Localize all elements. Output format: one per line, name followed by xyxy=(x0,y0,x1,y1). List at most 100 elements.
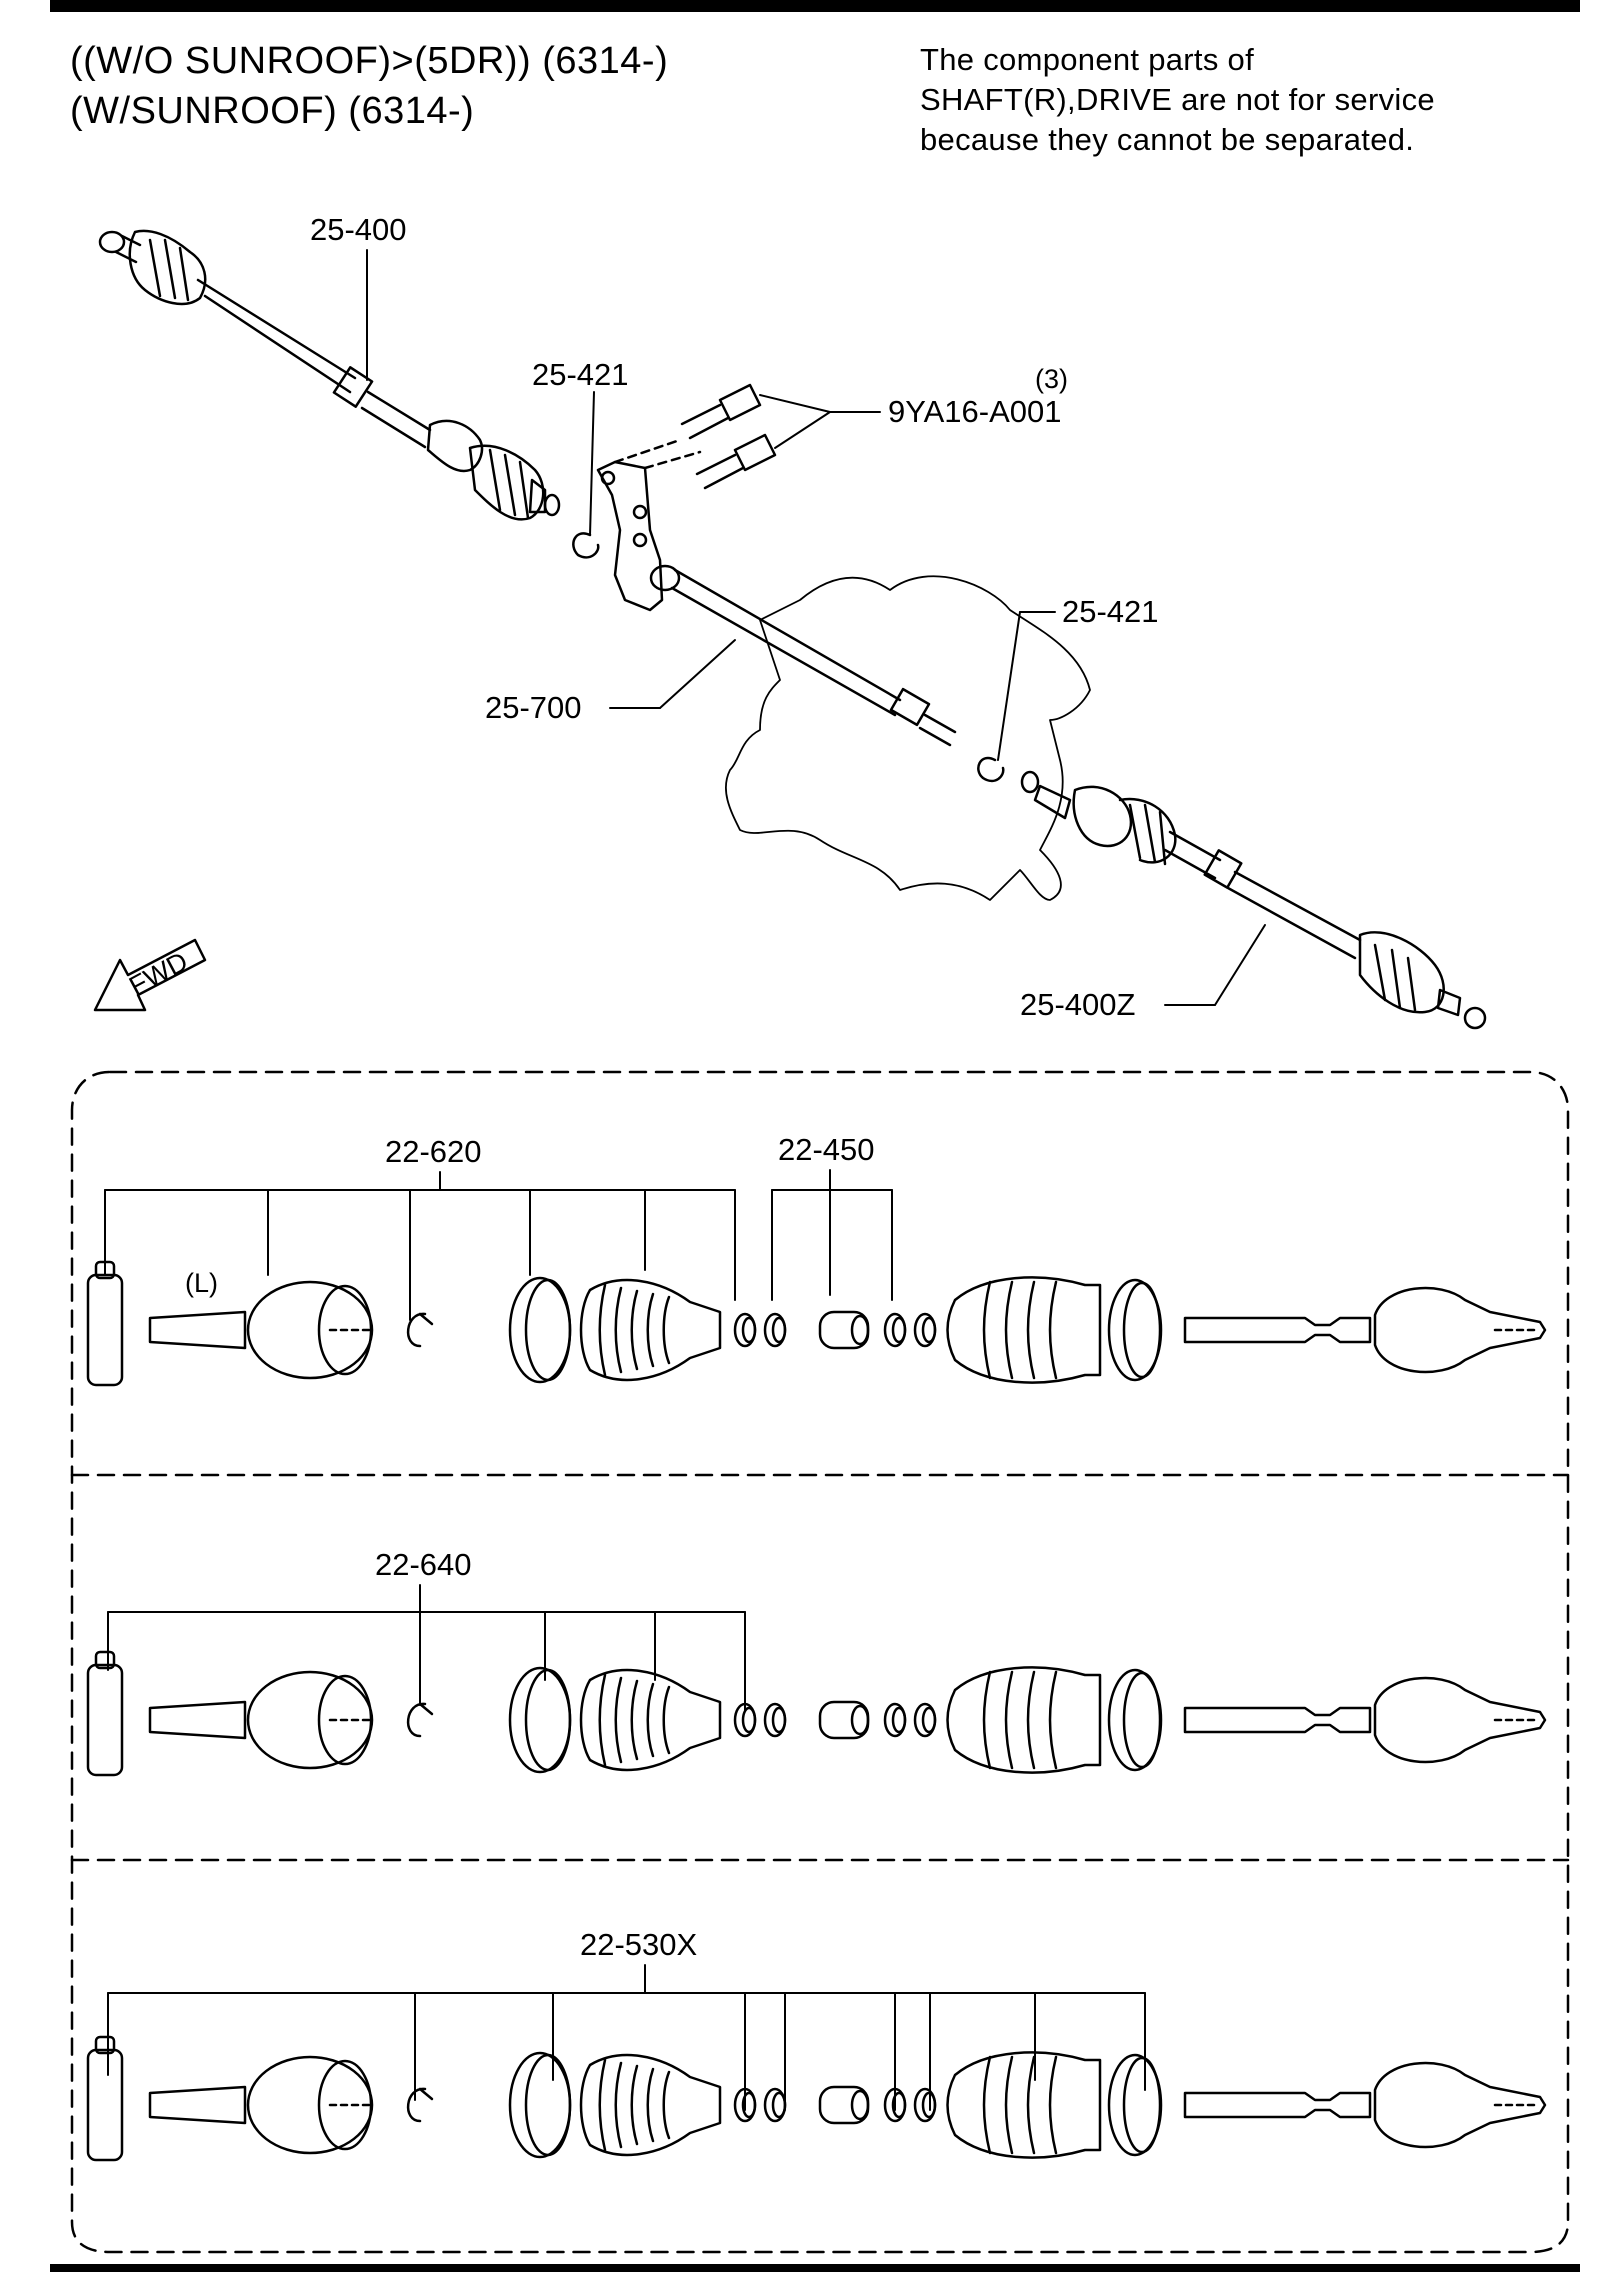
boot-band-small-inner xyxy=(771,2091,787,2119)
outer-boot xyxy=(579,1278,722,1382)
circlip xyxy=(406,1312,434,1348)
note-line-3: because they cannot be separated. xyxy=(920,122,1415,157)
boot-band-small-inner xyxy=(891,1316,907,1344)
grease-tube-cap xyxy=(94,1650,116,1670)
service-note: The component parts of SHAFT(R),DRIVE ar… xyxy=(920,40,1435,160)
boot-fold xyxy=(662,2070,671,2140)
circlip xyxy=(406,2087,434,2123)
callout-25-400Z: 25-400Z xyxy=(1020,987,1135,1022)
inner-boot xyxy=(946,2051,1102,2159)
inner-joint-tulip xyxy=(1373,1286,1547,1374)
inner-boot xyxy=(946,1666,1102,1774)
transmission-outline xyxy=(725,575,1091,901)
boot-band-large xyxy=(508,2051,572,2159)
boot-band-small-inner xyxy=(741,1706,757,1734)
upper-circlip xyxy=(572,532,600,559)
dynamic-damper xyxy=(818,1700,870,1740)
boot-fold xyxy=(1004,1280,1014,1380)
grease-tube xyxy=(86,2048,124,2162)
cv-stub-shaft xyxy=(148,1310,247,1350)
boot-fold xyxy=(1004,1670,1014,1770)
boot-fold xyxy=(598,2058,607,2152)
fwd-arrow: FWD xyxy=(93,938,207,1012)
kit-label-22-640: 22-640 xyxy=(375,1547,472,1582)
boot-fold xyxy=(614,1676,623,1764)
inner-joint-tulip xyxy=(1373,1676,1547,1764)
damper-bore xyxy=(850,1314,870,1346)
callout-25-421-lower: 25-421 xyxy=(1062,594,1159,629)
callout-25-400: 25-400 xyxy=(310,212,407,247)
kit-label-22-620: 22-620 xyxy=(385,1134,482,1169)
boot-fold xyxy=(1004,2055,1014,2155)
lower-circlip xyxy=(977,756,1005,783)
cv-joint-face xyxy=(317,1674,373,1766)
grease-tube xyxy=(86,1663,124,1777)
note-line-1: The component parts of xyxy=(920,42,1255,77)
intermediate-shaft xyxy=(670,568,957,747)
boot-band-small-inner xyxy=(741,2091,757,2119)
dynamic-damper xyxy=(818,1310,870,1350)
inner-boot xyxy=(946,1276,1102,1384)
boot-fold xyxy=(1026,1280,1036,1380)
boot-band-large-inner xyxy=(524,2053,572,2157)
fwd-label: FWD xyxy=(124,946,192,1001)
callout-leaders xyxy=(366,249,1266,1006)
boot-fold xyxy=(630,1679,639,1761)
boot-band-large xyxy=(508,1666,572,1774)
kit-panels-frame xyxy=(70,1070,1570,2254)
title-line-1: ((W/O SUNROOF)>(5DR)) (6314-) xyxy=(70,40,669,82)
boot-fold xyxy=(598,1673,607,1767)
left-drive-shaft xyxy=(98,229,561,521)
cv-joint-face xyxy=(317,2059,373,2151)
boot-fold xyxy=(630,2064,639,2146)
boot-band-small-inner xyxy=(741,1316,757,1344)
drive-shaft-assembly: FWD 25-400 25-421 (3) 9YA16-A001 25-421 … xyxy=(93,212,1487,1030)
boot-fold xyxy=(1048,1280,1058,1380)
kit-panel-parts xyxy=(86,1260,1547,2162)
boot-band-large-inner xyxy=(524,1668,572,1772)
top-border xyxy=(50,0,1580,12)
axle-shaft xyxy=(1183,2091,1372,2119)
boot-fold xyxy=(1026,2055,1036,2155)
damper-bore xyxy=(850,1704,870,1736)
cv-stub-shaft xyxy=(148,2085,247,2125)
note-line-2: SHAFT(R),DRIVE are not for service xyxy=(920,82,1435,117)
title-line-2: (W/SUNROOF) (6314-) xyxy=(70,90,475,132)
boot-band-inner-large-ring xyxy=(1122,2056,1162,2154)
inner-joint-tulip xyxy=(1373,2061,1547,2149)
axle-shaft xyxy=(1183,1706,1372,1734)
boot-fold xyxy=(982,1280,992,1380)
kit-label-22-530X: 22-530X xyxy=(580,1927,698,1962)
boot-fold xyxy=(614,2061,623,2149)
diagram-title: ((W/O SUNROOF)>(5DR)) (6314-) (W/SUNROOF… xyxy=(70,36,668,136)
grease-tube xyxy=(86,1273,124,1387)
dynamic-damper xyxy=(818,2085,870,2125)
cv-joint-face xyxy=(317,1284,373,1376)
boot-band-small-inner xyxy=(891,1706,907,1734)
boot-band-large-inner xyxy=(524,1278,572,1382)
callout-25-700: 25-700 xyxy=(485,690,582,725)
bearing-bracket xyxy=(596,438,702,612)
boot-fold xyxy=(662,1295,671,1365)
boot-fold xyxy=(1026,1670,1036,1770)
boot-fold xyxy=(646,2067,655,2143)
damper-bore xyxy=(850,2089,870,2121)
boot-band-large xyxy=(508,1276,572,1384)
boot-band-inner-large-ring xyxy=(1122,1671,1162,1769)
bolts xyxy=(680,383,777,490)
boot-fold xyxy=(982,2055,992,2155)
grease-tube-cap xyxy=(94,2035,116,2055)
boot-band-small-inner xyxy=(921,1706,937,1734)
boot-band-small-inner xyxy=(921,1316,937,1344)
boot-band-small-inner xyxy=(771,1316,787,1344)
side-note-L: (L) xyxy=(185,1268,218,1298)
boot-band-inner-large-ring xyxy=(1122,1281,1162,1379)
boot-fold xyxy=(614,1286,623,1374)
boot-fold xyxy=(630,1289,639,1371)
boot-band-small-inner xyxy=(771,1706,787,1734)
boot-fold xyxy=(1048,2055,1058,2155)
cv-stub-shaft xyxy=(148,1700,247,1740)
callout-25-421-upper: 25-421 xyxy=(532,357,629,392)
bottom-border xyxy=(50,2264,1580,2272)
